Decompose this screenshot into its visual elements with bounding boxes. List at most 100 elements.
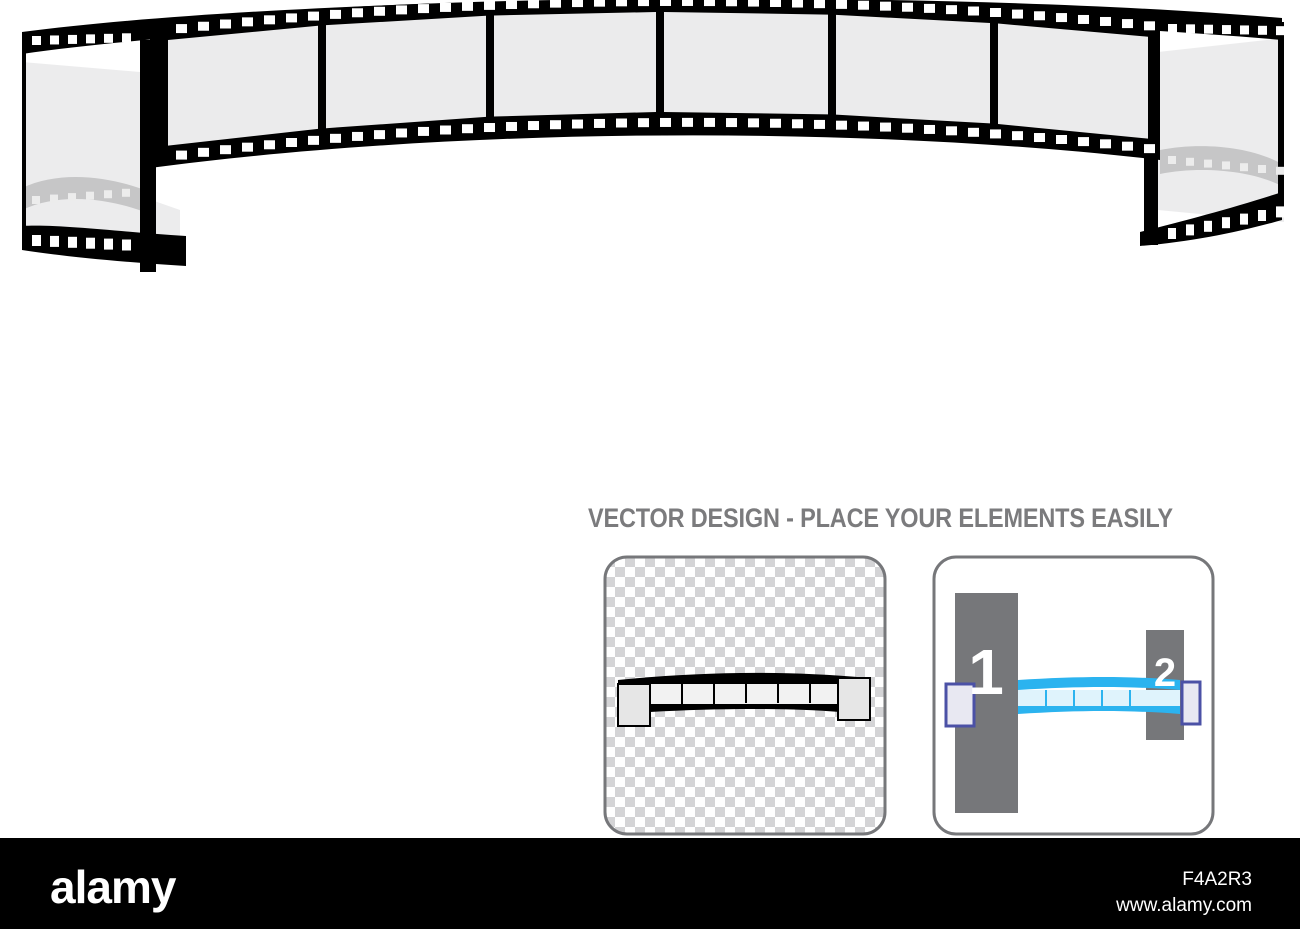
right-outer-edge [1278, 22, 1284, 210]
sprocket-hole [968, 127, 979, 137]
sprocket-hole [264, 15, 275, 25]
sprocket-hole [726, 0, 737, 7]
sprocket-hole [220, 145, 231, 155]
sprocket-hole [638, 0, 649, 7]
sprocket-hole [330, 9, 341, 19]
sprocket-holes-top [176, 0, 1155, 34]
sprocket-hole [792, 119, 803, 129]
sprocket-hole [1186, 24, 1195, 34]
sprocket-hole [1012, 131, 1023, 141]
sprocket-hole [594, 0, 605, 7]
sprocket-hole [704, 0, 715, 7]
sprocket-hole [770, 118, 781, 128]
sprocket-hole [1258, 25, 1267, 35]
sprocket-hole [1222, 161, 1230, 170]
sprocket-hole [990, 129, 1001, 139]
left-vertical-edge [140, 40, 156, 272]
sprocket-hole [1204, 159, 1212, 168]
sprocket-hole [330, 133, 341, 143]
mini-film-strip-blue [944, 677, 1202, 728]
sprocket-hole [86, 191, 94, 200]
sprocket-hole [1186, 157, 1194, 166]
sprocket-hole [1258, 165, 1266, 173]
film-frame [168, 25, 318, 146]
sprocket-hole [1240, 213, 1248, 225]
sprocket-hole [1222, 25, 1231, 35]
sprocket-hole [374, 130, 385, 140]
sprocket-hole [242, 17, 253, 27]
film-frame [998, 23, 1148, 139]
sprocket-hole [902, 123, 913, 133]
sprocket-hole [792, 0, 803, 8]
sprocket-hole [462, 1, 473, 11]
sprocket-hole [308, 11, 319, 21]
sprocket-hole [682, 0, 693, 6]
film-frame [326, 15, 486, 129]
sprocket-hole [1258, 210, 1266, 221]
sprocket-hole [104, 238, 113, 250]
sprocket-hole [858, 121, 869, 131]
sprocket-holes-bottom [176, 117, 1155, 160]
sprocket-hole [814, 0, 825, 9]
sprocket-hole [242, 142, 253, 152]
sprocket-hole [1276, 26, 1285, 36]
sprocket-hole [396, 128, 407, 138]
sprocket-hole [550, 0, 561, 8]
sprocket-hole [122, 33, 131, 43]
footer-bar: alamy F4A2R3 www.alamy.com [0, 838, 1300, 929]
sprocket-hole [902, 2, 913, 12]
sprocket-hole [1122, 19, 1133, 29]
sprocket-hole [352, 131, 363, 141]
left-outer-edge [22, 42, 26, 240]
sprocket-hole [572, 119, 583, 129]
sprocket-hole [1078, 137, 1089, 147]
sprocket-hole [440, 2, 451, 12]
sprocket-hole [990, 7, 1001, 17]
sprocket-hole [86, 34, 95, 44]
layers-preview-card: 1 2 [932, 555, 1215, 836]
sprocket-hole [946, 126, 957, 136]
film-frame [664, 11, 828, 115]
sprocket-hole [1122, 141, 1133, 151]
sprocket-hole [176, 24, 187, 34]
sprocket-hole [1276, 206, 1284, 218]
sprocket-hole [374, 6, 385, 16]
site-url: www.alamy.com [1116, 895, 1252, 916]
sprocket-hole [1204, 24, 1213, 34]
sprocket-hole [1056, 13, 1067, 23]
sprocket-hole [286, 138, 297, 148]
film-frame [494, 11, 656, 117]
sprocket-hole [572, 0, 583, 8]
brand-logo: alamy [50, 861, 176, 913]
sprocket-hole [836, 0, 847, 9]
sprocket-hole [352, 8, 363, 18]
sprocket-hole [440, 125, 451, 135]
sprocket-hole [1012, 9, 1023, 19]
sprocket-hole [1276, 166, 1284, 175]
sprocket-hole [660, 0, 671, 6]
sprocket-hole [220, 19, 231, 29]
sprocket-hole [484, 0, 495, 10]
sprocket-hole [68, 193, 76, 202]
sprocket-hole [1186, 224, 1194, 236]
sprocket-hole [748, 118, 759, 128]
main-film-strip [22, 0, 1285, 272]
sprocket-holes-right [1168, 24, 1285, 239]
sprocket-hole [32, 36, 41, 45]
sprocket-hole [1168, 228, 1176, 239]
sprocket-hole [946, 5, 957, 15]
sprocket-hole [616, 0, 627, 7]
sprocket-hole [770, 0, 781, 7]
sprocket-hole [176, 150, 187, 160]
sprocket-hole [50, 235, 59, 247]
sprocket-hole [528, 0, 539, 9]
sprocket-hole [1222, 217, 1230, 229]
sprocket-hole [50, 35, 59, 45]
sprocket-hole [836, 120, 847, 130]
sprocket-hole [1144, 144, 1155, 154]
sprocket-hole [638, 118, 649, 128]
sprocket-holes-left [32, 33, 131, 251]
sprocket-hole [682, 117, 693, 127]
sprocket-hole [104, 33, 113, 43]
